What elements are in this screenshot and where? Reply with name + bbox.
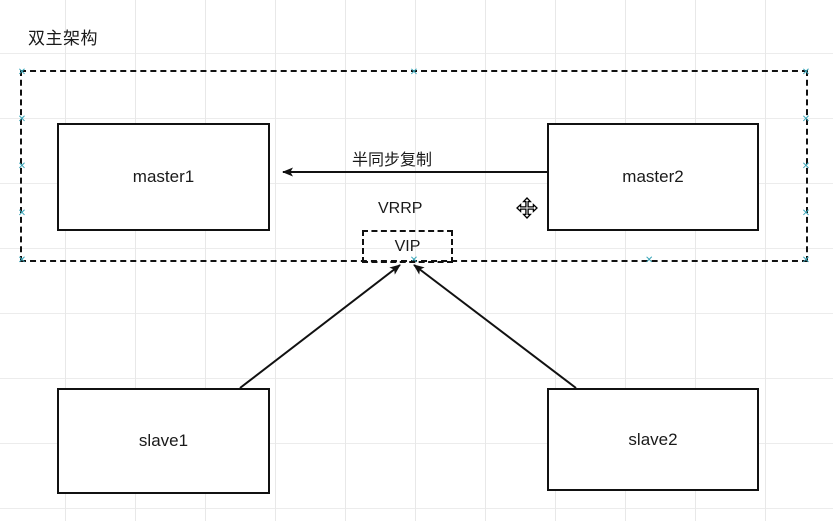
node-master1-label: master1 — [132, 167, 195, 186]
resize-handle-n[interactable]: ✕ — [409, 66, 419, 78]
node-master2-label: master2 — [622, 167, 684, 186]
node-slave1[interactable]: slave1 — [57, 388, 270, 494]
edge-label-vrrp[interactable]: VRRP — [378, 200, 423, 217]
resize-handle-se[interactable]: ✕ — [801, 254, 811, 266]
node-master1[interactable]: master1 — [57, 123, 270, 231]
edge-label-replication[interactable]: 半同步复制 — [352, 152, 433, 169]
node-slave2-label: slave2 — [628, 429, 678, 449]
resize-handle-w-lower[interactable]: ✕ — [17, 207, 27, 219]
node-master2[interactable]: master2 — [547, 123, 759, 231]
resize-handle-s-right[interactable]: ✕ — [644, 254, 654, 266]
node-slave1-label: slave1 — [138, 431, 189, 450]
resize-handle-e-lower[interactable]: ✕ — [801, 207, 811, 219]
resize-handle-ne[interactable]: ✕ — [801, 66, 811, 78]
resize-handle-w[interactable]: ✕ — [17, 160, 27, 172]
resize-handle-e[interactable]: ✕ — [801, 160, 811, 172]
move-cursor-icon — [516, 197, 538, 219]
resize-handle-w-upper[interactable]: ✕ — [17, 113, 27, 125]
node-vip-label: VIP — [394, 237, 421, 255]
resize-handle-e-upper[interactable]: ✕ — [801, 113, 811, 125]
resize-handle-sw[interactable]: ✕ — [17, 254, 27, 266]
node-slave2[interactable]: slave2 — [547, 388, 759, 491]
resize-handle-nw[interactable]: ✕ — [17, 66, 27, 78]
node-vip[interactable]: VIP — [362, 230, 453, 263]
resize-handle-s[interactable]: ✕ — [409, 254, 419, 266]
diagram-title[interactable]: 双主架构 — [28, 29, 98, 48]
edge-slave1-to-vip[interactable] — [239, 264, 401, 389]
edge-slave2-to-vip[interactable] — [413, 264, 577, 389]
